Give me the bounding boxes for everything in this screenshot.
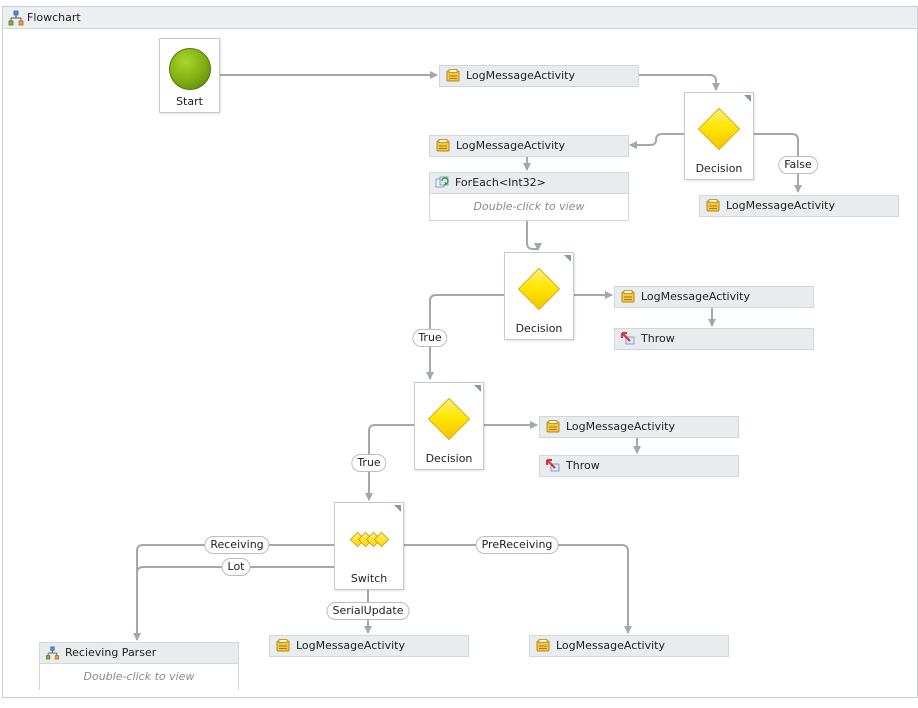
designer-title: Flowchart xyxy=(27,11,81,24)
log-message-activity[interactable]: LogMessageActivity xyxy=(699,195,899,217)
edge-label-true[interactable]: True xyxy=(351,454,387,472)
log-message-activity[interactable]: LogMessageActivity xyxy=(614,286,814,308)
expand-hint: Double-click to view xyxy=(473,200,585,213)
activity-label: LogMessageActivity xyxy=(466,69,575,82)
log-message-activity[interactable]: LogMessageActivity xyxy=(539,416,739,438)
activity-label: LogMessageActivity xyxy=(556,639,665,652)
activity-label: LogMessageActivity xyxy=(641,290,750,303)
edge-label-lot[interactable]: Lot xyxy=(221,558,251,576)
flowchart-designer: Flowchart xyxy=(2,6,918,698)
start-node[interactable]: Start xyxy=(159,38,220,113)
connector-log1-decision1 xyxy=(638,74,720,91)
log-message-activity[interactable]: LogMessageActivity xyxy=(439,65,639,87)
log-activity-icon xyxy=(446,69,460,82)
log-activity-icon xyxy=(706,199,720,212)
activity-label: ForEach<Int32> xyxy=(455,176,546,189)
flowchart-icon xyxy=(46,646,59,660)
connector-decision2-decision3 xyxy=(426,294,504,380)
connector-switch-log7 xyxy=(403,544,632,634)
foreach-activity[interactable]: ForEach<Int32> Double-click to view xyxy=(429,172,629,221)
edge-label-pre-receiving[interactable]: PreReceiving xyxy=(475,536,559,554)
throw-activity[interactable]: Throw xyxy=(539,455,739,477)
activity-label: Recieving Parser xyxy=(65,646,157,659)
foreach-icon xyxy=(435,176,449,188)
throw-icon xyxy=(621,332,635,345)
edge-label-serial-update[interactable]: SerialUpdate xyxy=(326,602,410,620)
activity-label: LogMessageActivity xyxy=(726,199,835,212)
decision-label: Decision xyxy=(515,322,563,335)
decision-label: Decision xyxy=(695,162,743,175)
foreach-header: ForEach<Int32> xyxy=(430,173,628,194)
log-activity-icon xyxy=(546,420,560,433)
decision-node[interactable]: Decision xyxy=(504,252,574,340)
switch-label: Switch xyxy=(350,572,388,585)
connector-switch-parser-lot xyxy=(136,566,334,640)
expand-hint: Double-click to view xyxy=(83,670,195,683)
edge-label-false[interactable]: False xyxy=(778,156,818,174)
expand-corner-icon[interactable] xyxy=(474,385,481,392)
activity-label: LogMessageActivity xyxy=(296,639,405,652)
activity-label: Throw xyxy=(641,332,675,345)
log-message-activity[interactable]: LogMessageActivity xyxy=(529,635,729,657)
throw-activity[interactable]: Throw xyxy=(614,328,814,350)
decision-node[interactable]: Decision xyxy=(414,382,484,470)
connector-decision1-log3 xyxy=(753,133,802,193)
expand-corner-icon[interactable] xyxy=(394,505,401,512)
connector-switch-parser-receiving xyxy=(133,544,334,641)
log-message-activity[interactable]: LogMessageActivity xyxy=(269,635,469,657)
decision-diamond-icon xyxy=(517,267,561,311)
log-activity-icon xyxy=(276,639,290,652)
flowchart-icon xyxy=(8,10,24,26)
log-activity-icon xyxy=(621,290,635,303)
expand-corner-icon[interactable] xyxy=(744,95,751,102)
start-circle-icon xyxy=(169,48,211,90)
activity-label: Throw xyxy=(566,459,600,472)
receiving-parser-activity[interactable]: Recieving Parser Double-click to view xyxy=(39,642,239,690)
connector-decision3-switch xyxy=(365,424,414,501)
decision-node[interactable]: Decision xyxy=(684,92,754,180)
log-activity-icon xyxy=(436,139,450,152)
decision-diamond-icon xyxy=(697,107,741,151)
expand-corner-icon[interactable] xyxy=(564,255,571,262)
edge-label-receiving[interactable]: Receiving xyxy=(204,536,270,554)
activity-label: LogMessageActivity xyxy=(566,420,675,433)
decision-diamond-icon xyxy=(427,397,471,441)
activity-label: LogMessageActivity xyxy=(456,139,565,152)
throw-icon xyxy=(546,459,560,472)
edge-label-true[interactable]: True xyxy=(412,329,448,347)
connector-decision1-log2 xyxy=(629,133,684,149)
log-message-activity[interactable]: LogMessageActivity xyxy=(429,135,629,157)
decision-label: Decision xyxy=(425,452,473,465)
switch-node[interactable]: Switch xyxy=(334,502,404,590)
connector-foreach-decision2 xyxy=(526,221,542,251)
designer-title-bar: Flowchart xyxy=(3,7,917,29)
parser-header: Recieving Parser xyxy=(40,643,238,664)
log-activity-icon xyxy=(536,639,550,652)
start-label: Start xyxy=(176,95,203,108)
